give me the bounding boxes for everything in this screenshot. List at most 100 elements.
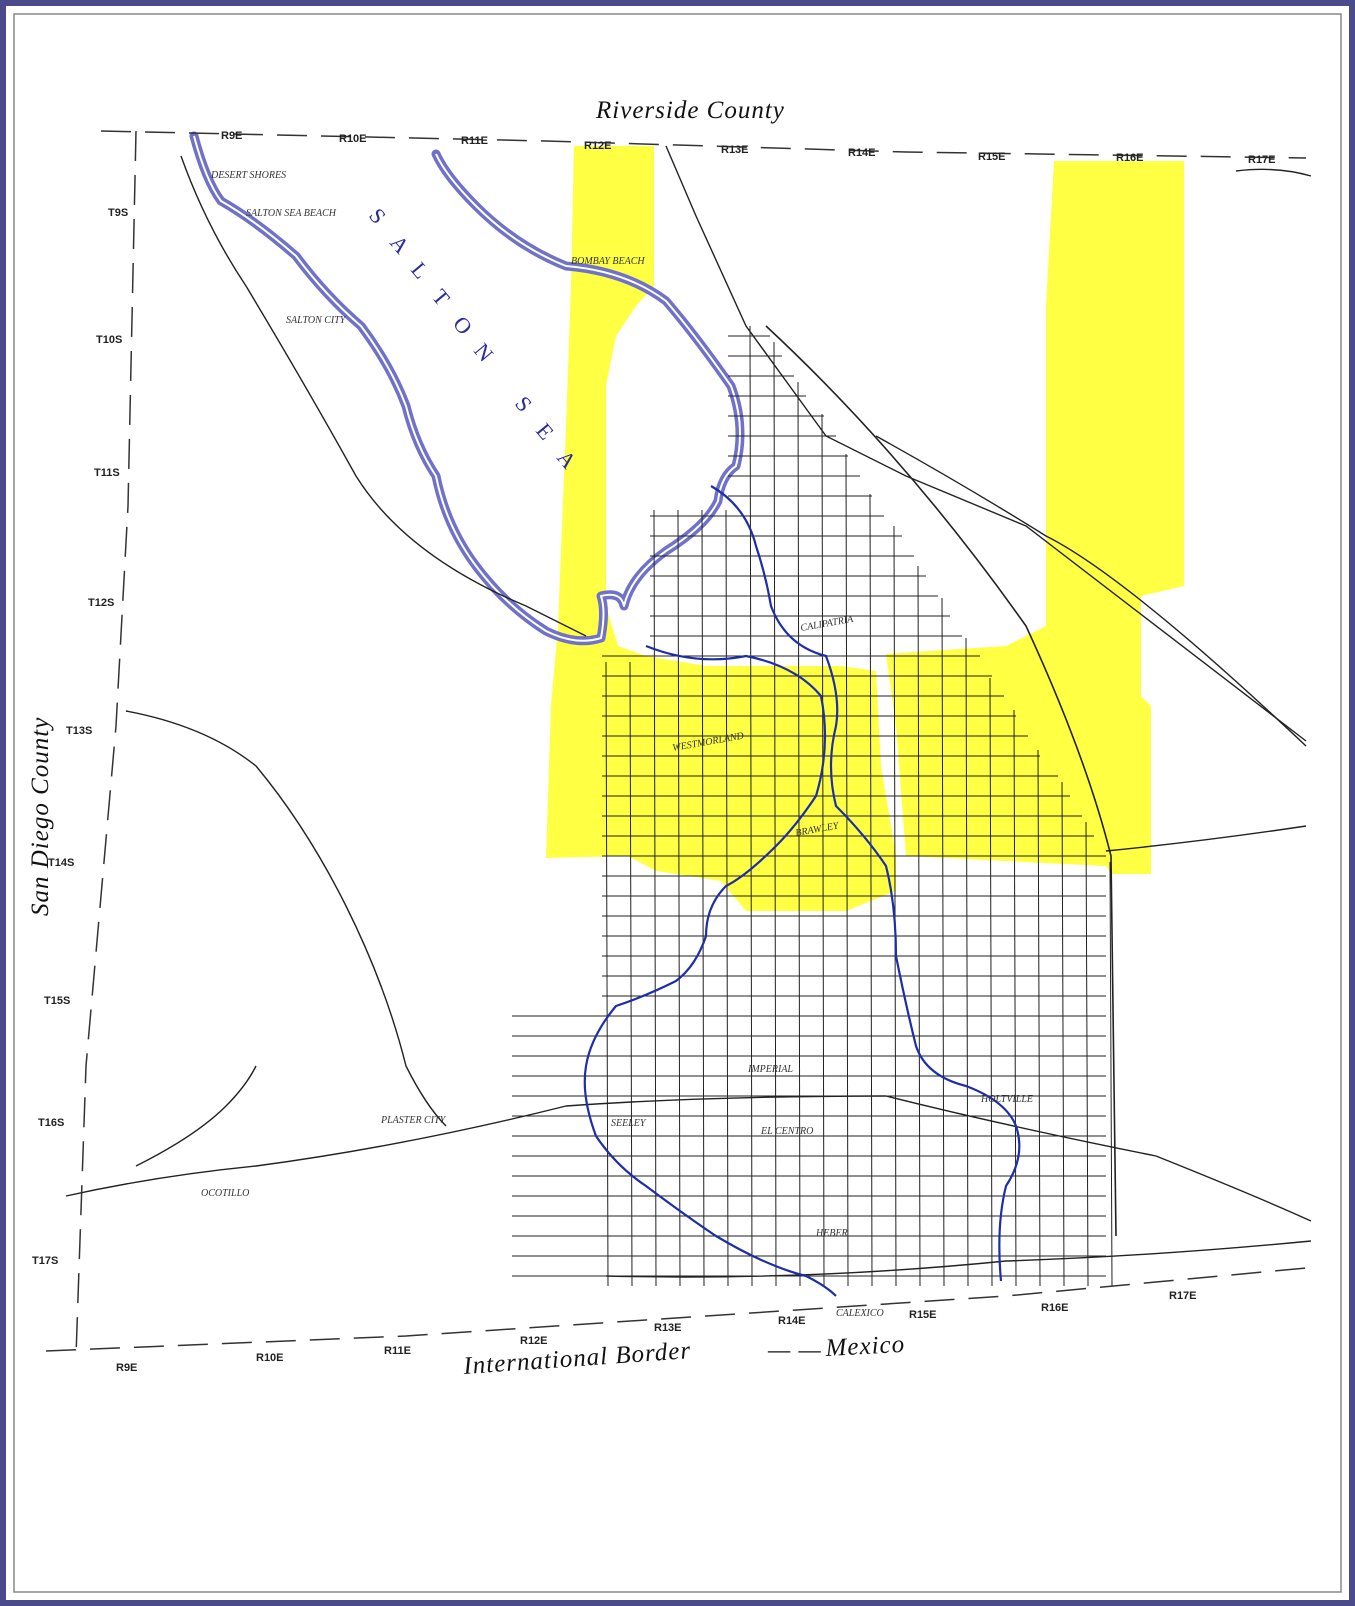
label-mexico: Mexico [824, 1331, 906, 1362]
grid-road [677, 509, 681, 1287]
grid-road [629, 661, 633, 1287]
range-label-bottom: R16E [1041, 1302, 1069, 1314]
road-border [605, 1240, 1312, 1278]
label-riverside-county: Riverside County [595, 97, 785, 124]
grid-road [653, 509, 657, 1287]
range-labels-top: R9E R10E R11E R12E R13E R14E R15E R16E R17E [221, 130, 1276, 166]
sea-letter: S [364, 203, 392, 230]
range-label-top: R17E [1248, 154, 1276, 166]
grid-road [893, 525, 897, 1287]
grid-road [725, 509, 729, 1287]
range-label-top: R13E [721, 144, 749, 156]
grid-road [965, 637, 969, 1287]
range-label-bottom: R12E [520, 1335, 548, 1347]
salton-sea-shoreline-inner [193, 135, 741, 642]
sea-letter: S [510, 391, 538, 418]
map-frame: Riverside County San Diego County Intern… [6, 6, 1349, 1600]
sea-letter: O [448, 311, 479, 341]
new-river [583, 644, 837, 1297]
road-west-curve [125, 710, 447, 1127]
grid-road [845, 453, 849, 1287]
range-label-bottom: R14E [778, 1315, 806, 1327]
highlight-zone-west [546, 146, 896, 911]
road-grid [512, 325, 1117, 1287]
range-label-bottom: R9E [116, 1362, 137, 1374]
road-ocotillo [135, 1065, 257, 1167]
range-label-top: R16E [1116, 152, 1144, 164]
range-label-bottom: R13E [654, 1322, 682, 1334]
range-label-bottom: R15E [909, 1309, 937, 1321]
range-label-top: R15E [978, 151, 1006, 163]
range-label-bottom: R11E [384, 1345, 411, 1357]
rivers [583, 485, 1021, 1297]
highlight-zone-east [886, 161, 1184, 874]
road-sr78 [1105, 825, 1307, 852]
sea-letter: E [531, 418, 560, 446]
county-map: Riverside County San Diego County Intern… [13, 13, 1342, 1593]
range-label-top: R10E [339, 133, 367, 145]
township-label: T9S [108, 207, 128, 219]
town-label: IMPERIAL [747, 1064, 793, 1075]
sea-letter: N [469, 338, 500, 368]
township-label: T12S [88, 597, 114, 609]
shoreline-west-inner [193, 135, 741, 642]
town-label: DESERT SHORES [210, 170, 286, 181]
township-label: T14S [48, 857, 74, 869]
survey-line-left [75, 130, 137, 1357]
label-san-diego-county: San Diego County [27, 717, 54, 916]
township-label: T13S [66, 725, 92, 737]
map-border [13, 13, 1342, 1593]
range-label-top: R11E [461, 135, 488, 147]
range-label-top: R9E [221, 130, 242, 142]
label-international-border: International Border [462, 1337, 692, 1380]
township-label: T11S [94, 467, 120, 479]
township-label: T17S [32, 1255, 58, 1267]
grid-road [989, 677, 993, 1287]
grid-road [605, 661, 609, 1287]
grid-road [1061, 781, 1065, 1287]
road-north-ramp [1235, 168, 1312, 177]
grid-road [917, 565, 921, 1287]
grid-road [1109, 861, 1113, 1287]
grid-road [869, 493, 873, 1287]
grid-road [821, 413, 825, 1287]
survey-line-top [100, 130, 1307, 159]
sea-letter: T [427, 284, 456, 312]
range-label-top: R12E [584, 140, 612, 152]
town-label: OCOTILLO [201, 1188, 249, 1199]
road-highway-86 [180, 155, 587, 637]
grid-road [1013, 709, 1017, 1287]
township-label: T16S [38, 1117, 64, 1129]
sea-letter: L [406, 257, 435, 285]
road-east-diagonal [875, 435, 1307, 747]
grid-road-east-boundary [765, 325, 1117, 1237]
grid-road [1085, 821, 1089, 1287]
town-label: SALTON SEA BEACH [246, 208, 337, 219]
township-label: T15S [44, 995, 70, 1007]
town-label: HEBER [815, 1228, 848, 1239]
road-highway-111 [665, 145, 1307, 742]
survey-line-bottom [45, 1267, 1307, 1352]
township-label: T10S [96, 334, 122, 346]
grid-road [749, 325, 753, 1287]
town-label: PLASTER CITY [380, 1115, 447, 1126]
survey-lines [45, 130, 1307, 1357]
town-label: BOMBAY BEACH [571, 256, 645, 267]
grid-road [701, 509, 705, 1287]
alamo-river [710, 485, 1021, 1282]
grid-road [797, 381, 801, 1287]
grid-road [941, 597, 945, 1287]
township-labels: T9S T10S T11S T12S T13S T14S T15S T16S T17S [32, 207, 128, 1267]
road-i8 [65, 1095, 1312, 1222]
range-label-top: R14E [848, 147, 876, 159]
town-label: HOLTVILLE [980, 1094, 1033, 1105]
grid-road [1037, 749, 1041, 1287]
grid-road [773, 341, 777, 1287]
town-label: SEELEY [611, 1118, 647, 1129]
sea-letter: A [385, 230, 416, 260]
major-roads [65, 145, 1312, 1278]
town-label: EL CENTRO [760, 1126, 813, 1137]
town-label: CALEXICO [836, 1308, 884, 1319]
